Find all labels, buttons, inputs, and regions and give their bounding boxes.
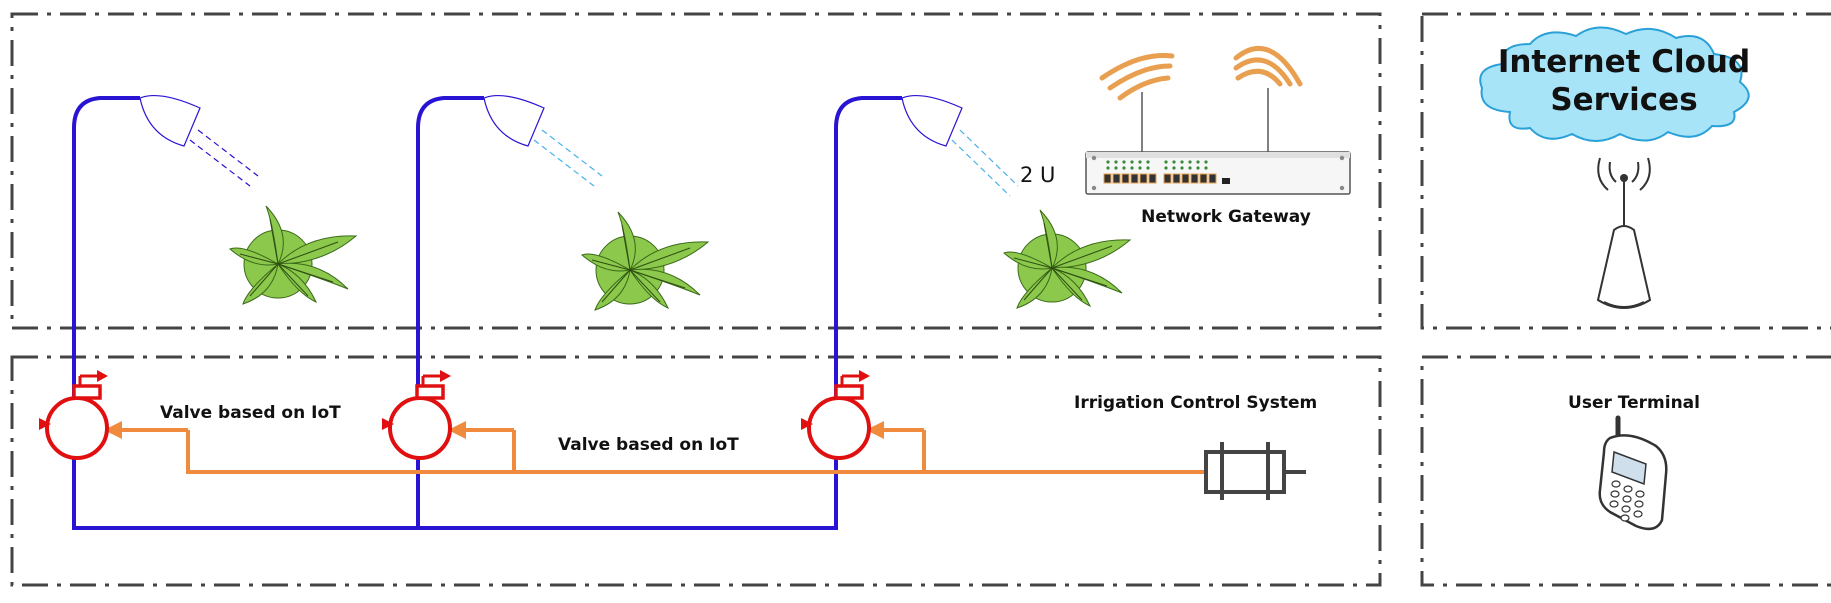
gateway-label: Network Gateway — [1141, 207, 1311, 227]
phone-icon — [1598, 415, 1668, 531]
control-panel — [10, 355, 1382, 587]
antenna-icon — [1596, 157, 1652, 309]
valve-label-2: Valve based on IoT — [558, 435, 739, 455]
controller-icon — [1204, 442, 1306, 500]
cloud-panel — [1420, 12, 1831, 330]
control-wiring — [114, 428, 1210, 474]
sprinkler-icon — [139, 94, 201, 147]
sprinkler-icon — [483, 94, 545, 147]
field-panel — [10, 12, 1382, 330]
router-icon — [1085, 46, 1351, 195]
plant-icon — [1003, 209, 1131, 309]
rack-units-label: 2 U — [1020, 163, 1055, 187]
water-spray — [189, 129, 1019, 197]
water-pipes — [72, 96, 902, 530]
sprinkler-icon — [901, 94, 963, 147]
plant-icon — [581, 211, 709, 311]
cloud-icon: Internet Cloud Services — [1479, 26, 1750, 142]
plant-icon — [229, 205, 357, 305]
terminal-panel — [1420, 355, 1831, 587]
control-arrows — [104, 421, 884, 439]
control-system-label: Irrigation Control System — [1074, 393, 1317, 413]
valve-label-1: Valve based on IoT — [160, 403, 341, 423]
cloud-title-line1: Internet Cloud — [1498, 44, 1750, 80]
user-terminal-label: User Terminal — [1568, 393, 1700, 413]
cloud-title-line2: Services — [1550, 82, 1697, 118]
